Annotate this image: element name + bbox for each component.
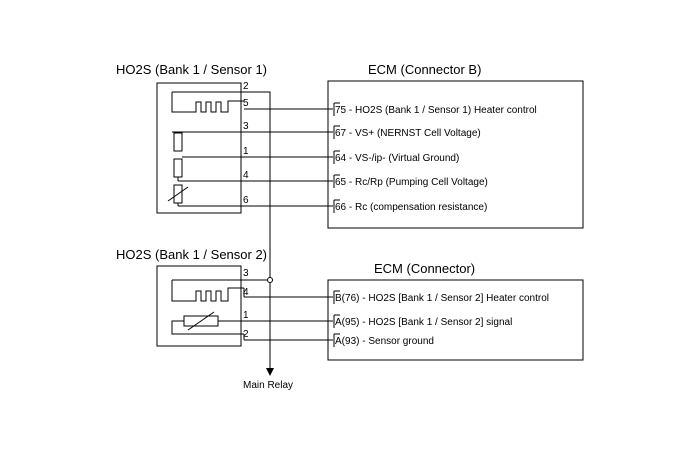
ecm-b-terminal: 67 - VS+ (NERNST Cell Voltage)	[333, 125, 481, 139]
sensor2-pin-1: 1	[243, 310, 249, 321]
sensor2-pin-2: 2	[243, 329, 249, 340]
sensor1-box	[156, 82, 242, 214]
ecm-b-title: ECM (Connector B)	[368, 62, 481, 77]
ecm-title: ECM (Connector)	[374, 261, 475, 276]
svg-text:B(76) - HO2S [Bank 1 / Sensor: B(76) - HO2S [Bank 1 / Sensor 2] Heater …	[335, 293, 549, 304]
ecm-b-terminal: 65 - Rc/Rp (Pumping Cell Voltage)	[333, 174, 488, 188]
ecm-terminal: A(95) - HO2S [Bank 1 / Sensor 2] signal	[333, 314, 512, 328]
sensor1-pin-4: 4	[243, 170, 249, 181]
sensor2-heater-icon	[171, 280, 244, 302]
sensor1-nernst-cell-icon	[173, 132, 183, 152]
sensor2-pin-4: 4	[243, 287, 249, 298]
ecm-b-pin: 75 - HO2S (Bank 1 / Sensor 1) Heater con…	[335, 105, 537, 116]
svg-text:66 - Rc (compensation resistan: 66 - Rc (compensation resistance)	[335, 202, 487, 213]
ecm-b-terminal: 66 - Rc (compensation resistance)	[333, 199, 487, 213]
sensor2-title: HO2S (Bank 1 / Sensor 2)	[116, 247, 267, 262]
sensor1-pin-2: 2	[243, 81, 249, 92]
ecm-terminal: B(76) - HO2S [Bank 1 / Sensor 2] Heater …	[333, 290, 549, 304]
sensor1-pin-6: 6	[243, 195, 249, 206]
svg-text:65 - Rc/Rp (Pumping Cell Volta: 65 - Rc/Rp (Pumping Cell Voltage)	[335, 177, 488, 188]
sensor1-pin-3: 3	[243, 121, 249, 132]
ecm-b-box	[327, 80, 584, 229]
junction-icon	[267, 277, 273, 283]
svg-text:64 - VS-/ip- (Virtual Ground): 64 - VS-/ip- (Virtual Ground)	[335, 153, 459, 164]
sensor1-title: HO2S (Bank 1 / Sensor 1)	[116, 62, 267, 77]
ecm-terminal: A(93) - Sensor ground	[333, 333, 434, 347]
sensor2-pin-3: 3	[243, 268, 249, 279]
sensor1-pin-1: 1	[243, 146, 249, 157]
sensor1-heater-icon	[171, 92, 244, 113]
sensor2-box	[156, 265, 242, 347]
sensor1-pump-cell-icon	[173, 158, 183, 178]
ecm-b-terminal: 64 - VS-/ip- (Virtual Ground)	[333, 150, 459, 164]
arrow-down-icon	[266, 368, 274, 376]
sensor1-pin-5: 5	[243, 98, 249, 109]
ecm-box	[327, 279, 584, 361]
main-relay-label: Main Relay	[243, 380, 293, 391]
svg-text:67 - VS+ (NERNST Cell Voltage): 67 - VS+ (NERNST Cell Voltage)	[335, 128, 481, 139]
ecm-b-terminal: 75 - HO2S (Bank 1 / Sensor 1) Heater con…	[333, 102, 537, 116]
svg-text:A(95) - HO2S [Bank 1 / Sensor: A(95) - HO2S [Bank 1 / Sensor 2] signal	[335, 317, 512, 328]
svg-text:A(93) - Sensor ground: A(93) - Sensor ground	[335, 336, 434, 347]
